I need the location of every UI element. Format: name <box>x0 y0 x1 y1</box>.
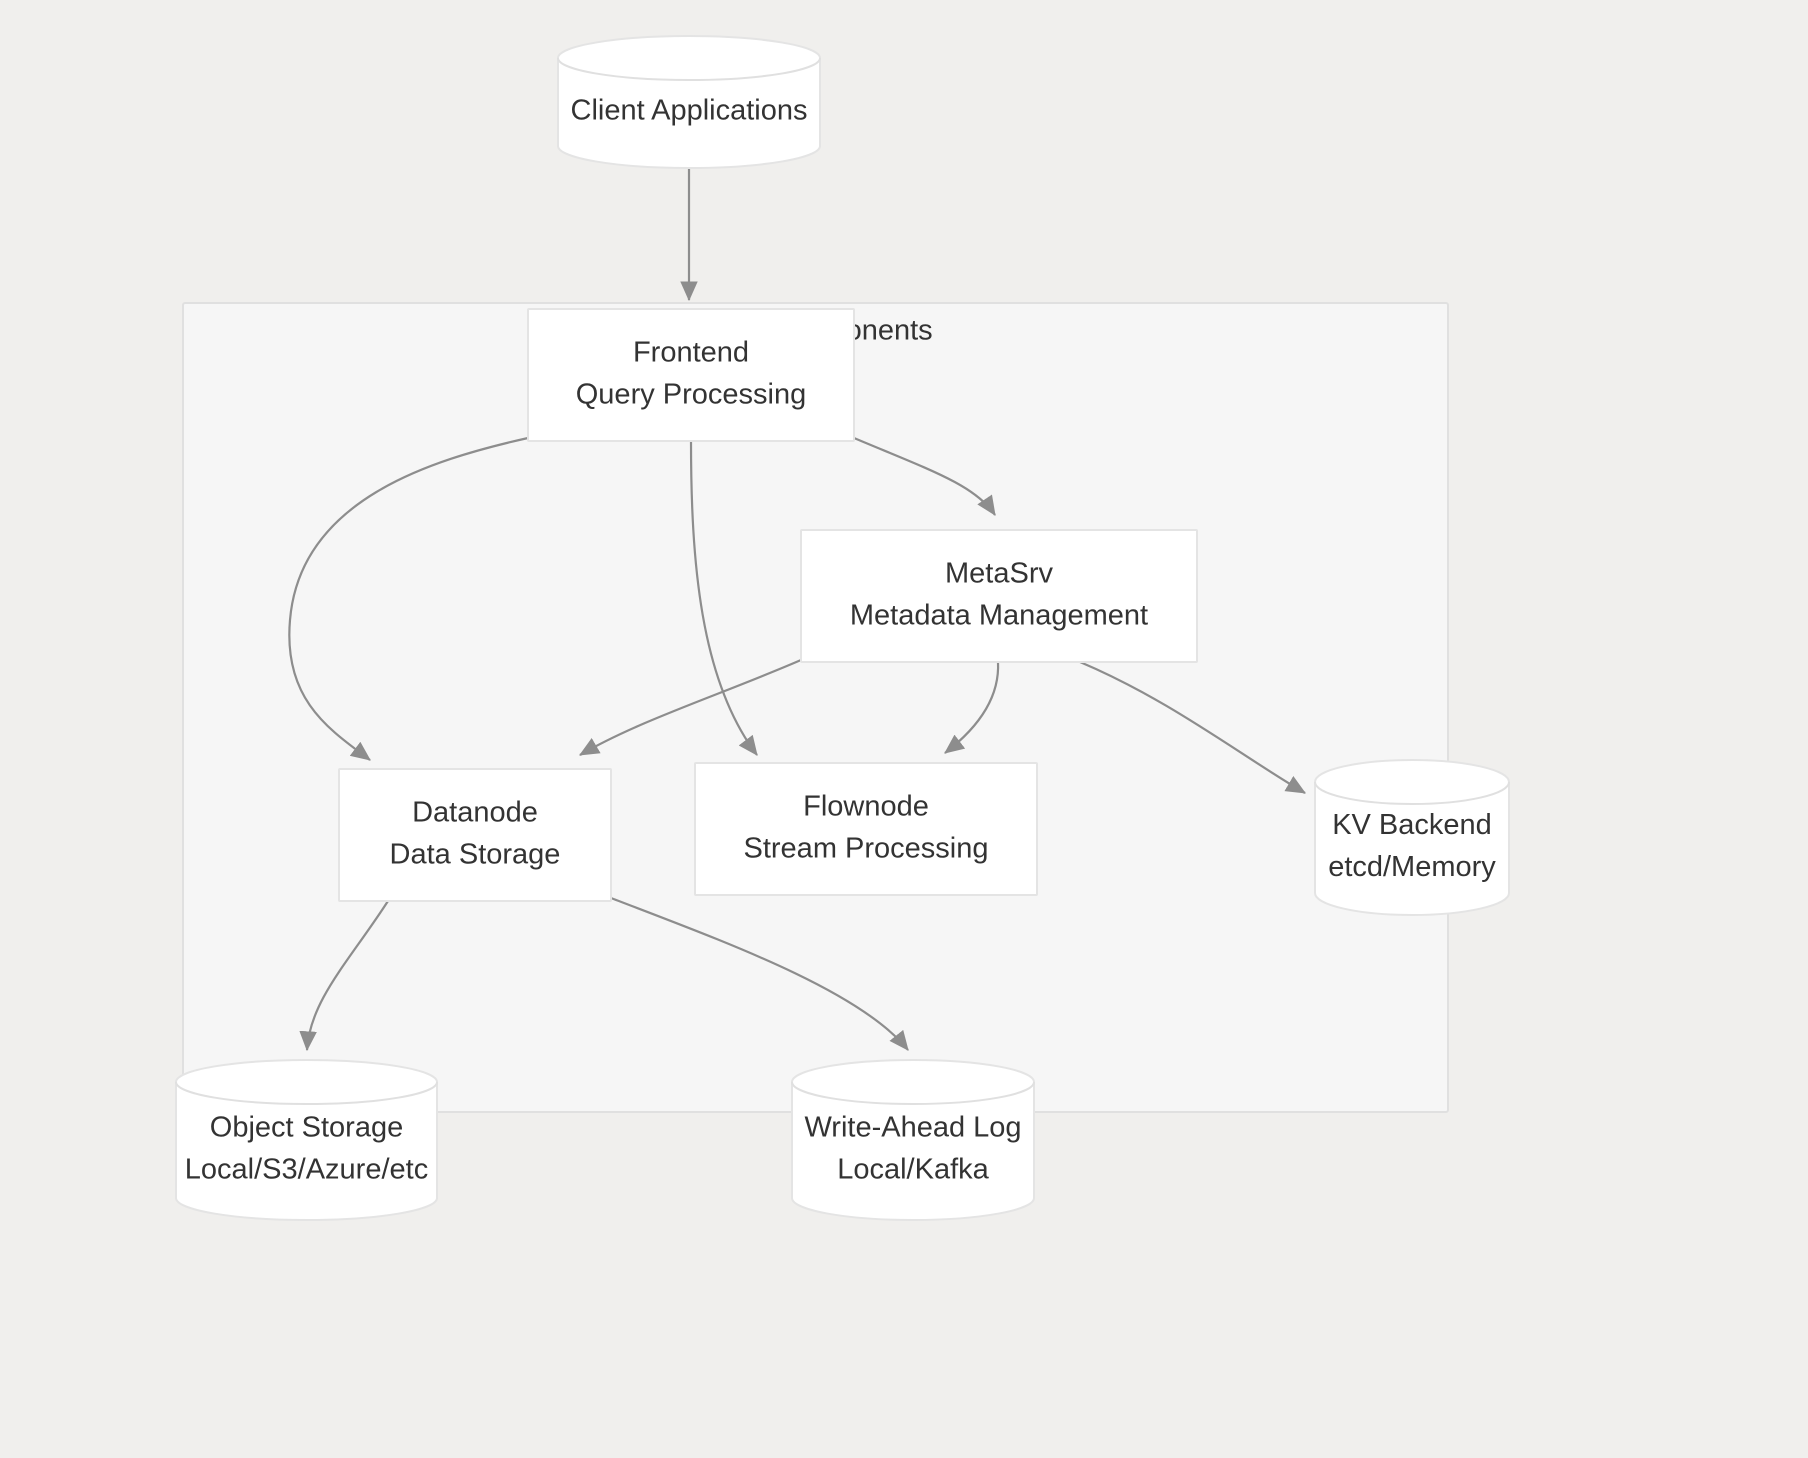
cylinder-top-ellipse <box>791 1081 1035 1105</box>
edge-datanode-to-write-ahead-log <box>610 896 909 1051</box>
node-label-line: Stream Processing <box>744 833 989 865</box>
node-label-line: MetaSrv <box>945 558 1053 590</box>
edge-metasrv-to-flownode <box>944 661 1000 754</box>
node-client-applications[interactable]: Client Applications <box>557 35 821 169</box>
edge-metasrv-to-datanode <box>579 658 802 756</box>
node-box <box>800 529 1198 663</box>
node-label-line: Client Applications <box>571 95 808 127</box>
cylinder-top-ellipse <box>175 1081 438 1105</box>
edge-frontend-to-datanode <box>288 436 529 761</box>
node-label-line: Data Storage <box>390 839 561 871</box>
node-label-line: Datanode <box>412 797 538 829</box>
cylinder-top-ellipse <box>557 57 821 81</box>
node-label-line: Local/Kafka <box>837 1154 989 1186</box>
node-box <box>338 768 612 902</box>
node-kv-backend[interactable]: KV Backend etcd/Memory <box>1314 759 1510 916</box>
node-label-line: Frontend <box>633 337 749 369</box>
node-label-line: etcd/Memory <box>1328 851 1496 883</box>
edge-frontend-to-metasrv <box>853 436 996 516</box>
node-box <box>694 762 1038 896</box>
edge-frontend-to-flownode <box>689 440 758 756</box>
node-label-line: KV Backend <box>1332 809 1492 841</box>
cylinder-top-ellipse <box>1314 781 1510 805</box>
node-label-line: Local/S3/Azure/etc <box>185 1154 428 1186</box>
node-label-line: Query Processing <box>576 379 807 411</box>
edge-datanode-to-object-storage <box>299 900 389 1052</box>
node-label-line: Object Storage <box>210 1112 403 1144</box>
node-label-line: Write-Ahead Log <box>804 1112 1021 1144</box>
node-label-line: Metadata Management <box>850 600 1148 632</box>
edge-layer <box>288 168 1306 1052</box>
edge-metasrv-to-kv-backend <box>1079 660 1306 794</box>
node-box <box>527 308 855 442</box>
node-label-line: Flownode <box>803 791 929 823</box>
